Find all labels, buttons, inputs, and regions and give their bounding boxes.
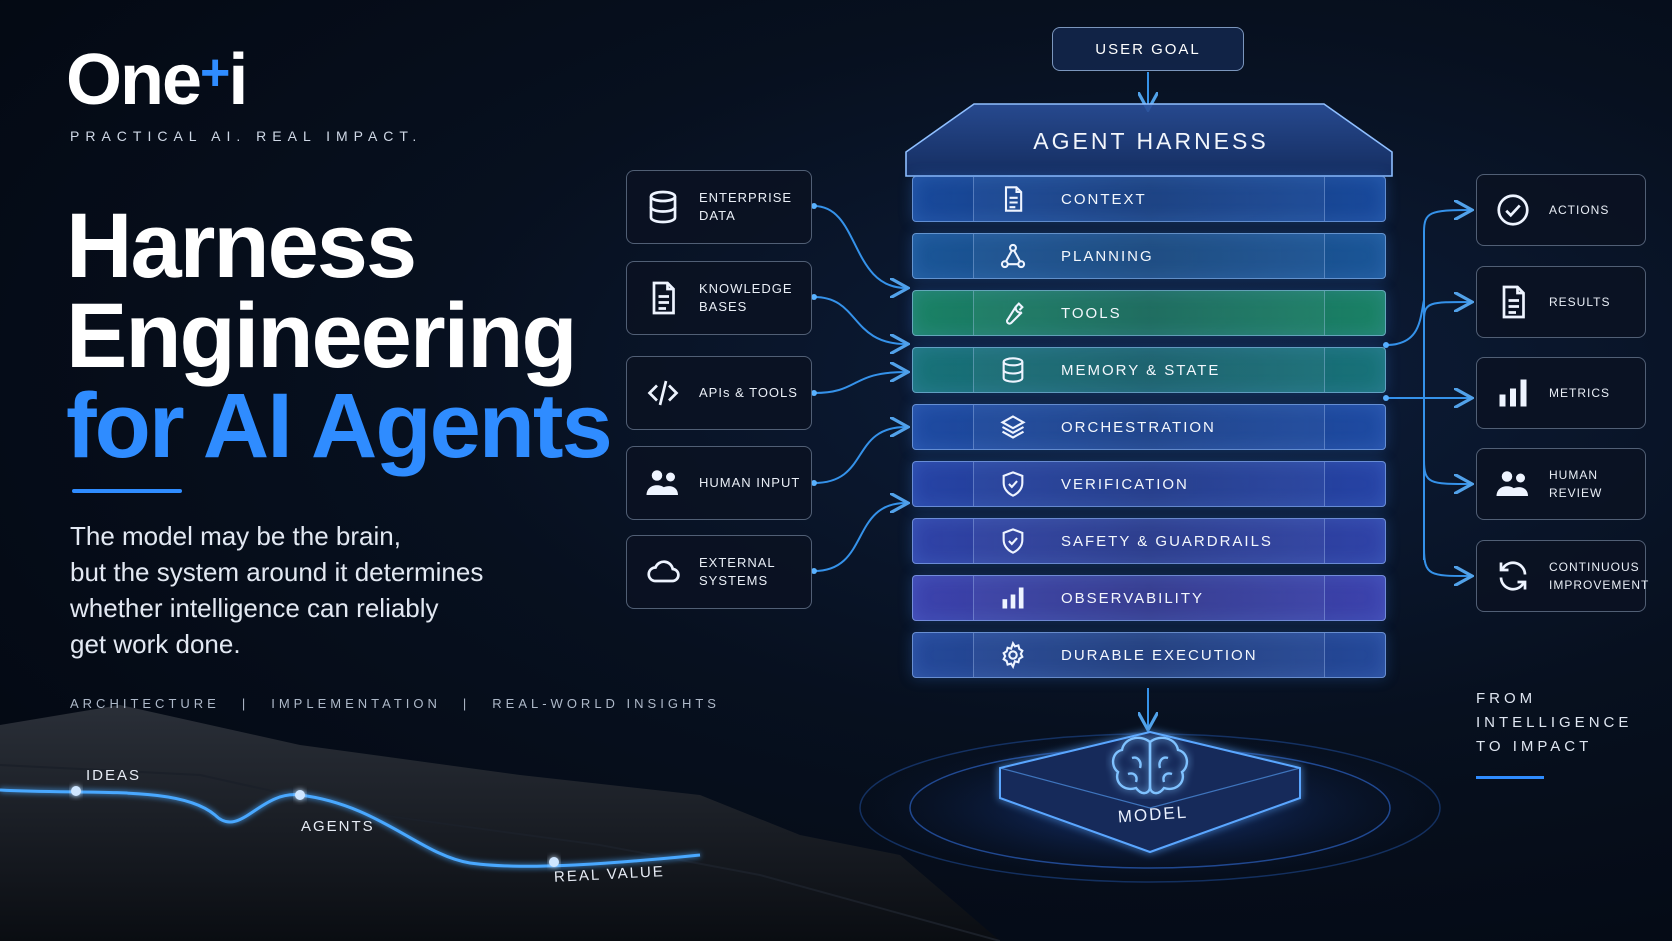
refresh-icon [1491, 554, 1535, 598]
output-human-review: HUMAN REVIEW [1476, 448, 1646, 520]
brand-tagline: PRACTICAL AI. REAL IMPACT. [70, 128, 423, 144]
headline-line-1: Harness [66, 195, 417, 297]
connector-human-review [1423, 459, 1470, 484]
database-icon [999, 356, 1029, 386]
connector-actions [1423, 210, 1470, 560]
description-line-2: but the system around it determines [70, 557, 484, 587]
model-platform [850, 730, 1450, 886]
harness-title: AGENT HARNESS [1033, 128, 1269, 154]
keyword-implementation: IMPLEMENTATION [271, 696, 441, 711]
description-line-4: get work done. [70, 629, 241, 659]
layer-label: OBSERVABILITY [1061, 590, 1204, 607]
layer-label: TOOLS [1061, 305, 1122, 322]
check-circle-icon [1491, 188, 1535, 232]
keyword-separator: | [462, 696, 471, 711]
layer-observability: OBSERVABILITY [912, 575, 1386, 621]
shield-check-icon [999, 527, 1029, 557]
connector-enterprise-data [813, 205, 906, 288]
connector-continuous-improvement [1423, 547, 1470, 576]
layer-label: CONTEXT [1061, 191, 1147, 208]
document-icon [1491, 280, 1535, 324]
brand-logo: One+i [66, 40, 248, 120]
connector-external-systems [813, 503, 906, 572]
input-enterprise-data: ENTERPRISE DATA [626, 170, 812, 244]
closing-line-2: INTELLIGENCE [1476, 714, 1633, 731]
input-external-systems: EXTERNAL SYSTEMS [626, 535, 812, 609]
layer-orchestration: ORCHESTRATION [912, 404, 1386, 450]
rock-landscape [0, 705, 1000, 941]
layer-tools: TOOLS [912, 290, 1386, 336]
users-icon [1491, 462, 1535, 506]
input-apis-tools: APIs & TOOLS [626, 356, 812, 430]
connector-knowledge-bases [813, 296, 906, 344]
wrench-icon [999, 299, 1029, 329]
document-icon [641, 276, 685, 320]
brain-icon [1111, 736, 1189, 795]
layer-label: VERIFICATION [1061, 476, 1189, 493]
input-knowledge-bases: KNOWLEDGE BASES [626, 261, 812, 335]
headline-line-2: Engineering [66, 285, 578, 387]
connector-harness-out [1385, 299, 1425, 346]
layer-safety-guardrails: SAFETY & GUARDRAILS [912, 518, 1386, 564]
keyword-separator: | [241, 696, 250, 711]
layer-context: CONTEXT [912, 176, 1386, 222]
layer-planning: PLANNING [912, 233, 1386, 279]
output-continuous-improvement: CONTINUOUS IMPROVEMENT [1476, 540, 1648, 612]
closing-line-3: TO IMPACT [1476, 738, 1593, 755]
closing-line-1: FROM [1476, 690, 1537, 707]
connector-human-input [813, 427, 906, 484]
users-icon [641, 461, 685, 505]
gear-icon [999, 640, 1029, 671]
layer-label: DURABLE EXECUTION [1061, 647, 1258, 664]
layer-durable-execution: DURABLE EXECUTION [912, 632, 1386, 678]
cloud-icon [641, 550, 685, 594]
journey-dot-agents [295, 790, 305, 800]
keyword-architecture: ARCHITECTURE [70, 696, 220, 711]
closing-underline [1476, 776, 1544, 779]
description-line-1: The model may be the brain, [70, 521, 401, 551]
database-icon [641, 185, 685, 229]
code-icon [641, 371, 685, 415]
harness-top-cap [905, 103, 1393, 177]
headline-underline [72, 489, 182, 493]
bar-chart-icon [1491, 371, 1535, 415]
network-icon [999, 242, 1029, 272]
layer-verification: VERIFICATION [912, 461, 1386, 507]
input-human-input: HUMAN INPUT [626, 446, 812, 520]
output-metrics: METRICS [1476, 357, 1646, 429]
layer-label: MEMORY & STATE [1061, 362, 1221, 379]
connector-results [1423, 302, 1470, 321]
description-line-3: whether intelligence can reliably [70, 593, 439, 623]
layers-icon [999, 413, 1029, 443]
journey-label-agents: AGENTS [301, 818, 375, 835]
document-icon [999, 185, 1029, 215]
layer-label: SAFETY & GUARDRAILS [1061, 533, 1273, 550]
connector-apis-tools [813, 372, 906, 394]
keyword-real-world-insights: REAL-WORLD INSIGHTS [492, 696, 720, 711]
headline-line-3: for AI Agents [66, 375, 613, 477]
journey-dot-real-value [549, 857, 559, 867]
layer-label: ORCHESTRATION [1061, 419, 1216, 436]
output-actions: ACTIONS [1476, 174, 1646, 246]
bar-chart-icon [999, 584, 1029, 614]
layer-label: PLANNING [1061, 248, 1154, 265]
keywords-row: ARCHITECTURE | IMPLEMENTATION | REAL-WORLD I… [70, 696, 720, 711]
layer-memory-state: MEMORY & STATE [912, 347, 1386, 393]
user-goal-box: USER GOAL [1052, 27, 1244, 71]
output-results: RESULTS [1476, 266, 1646, 338]
journey-dot-ideas [71, 786, 81, 796]
journey-label-ideas: IDEAS [86, 767, 142, 784]
shield-check-icon [999, 470, 1029, 500]
